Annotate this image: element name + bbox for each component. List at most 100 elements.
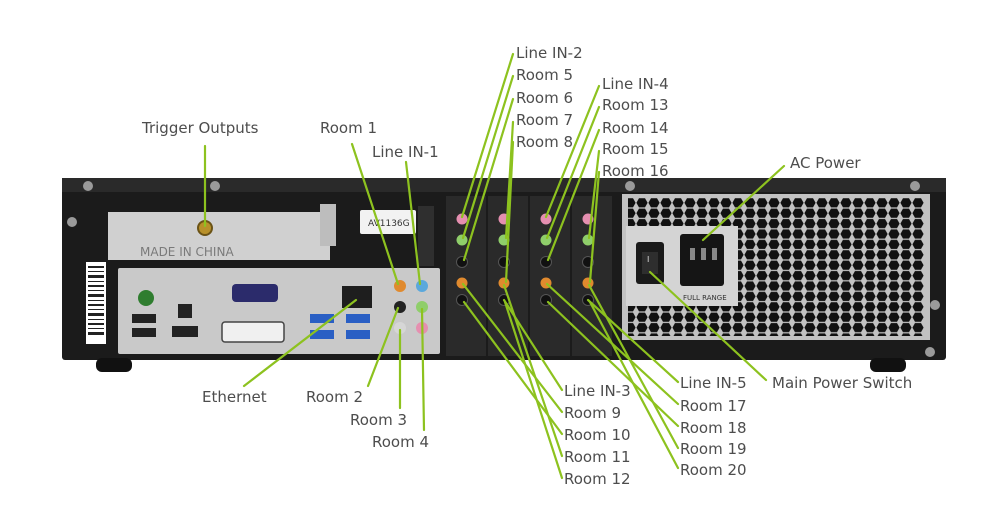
callout-ac-power: AC Power (790, 154, 861, 172)
callout-room-12: Room 12 (564, 470, 631, 488)
lead-ac-power (701, 164, 786, 242)
lead-room-14 (546, 128, 601, 262)
lead-line-in-4 (544, 84, 601, 219)
screw (625, 181, 635, 191)
callout-line-in-5: Line IN-5 (680, 374, 747, 392)
callout-room-11: Room 11 (564, 448, 631, 466)
vent-slots (418, 206, 434, 266)
chassis-top-edge (62, 178, 946, 192)
screw (910, 181, 920, 191)
callout-ethernet: Ethernet (202, 388, 267, 406)
screw (67, 217, 77, 227)
power-supply: I FULL RANGE (622, 194, 930, 340)
callout-trigger-outputs: Trigger Outputs (141, 119, 259, 137)
lead-room-19 (587, 283, 680, 450)
screw (925, 347, 935, 357)
callout-line-in-2: Line IN-2 (516, 44, 583, 62)
callout-room-15: Room 15 (602, 140, 669, 158)
callout-room-8: Room 8 (516, 133, 573, 151)
foot (870, 358, 906, 372)
bracket-clip (320, 204, 336, 246)
vga-port[interactable] (232, 284, 278, 302)
callout-labels: Trigger Outputs Room 1 Line IN-1 Line IN… (141, 44, 912, 488)
lead-ethernet (242, 298, 358, 388)
leader-lines (203, 52, 786, 480)
screw (83, 181, 93, 191)
made-in-label: MADE IN CHINA (140, 245, 234, 259)
lead-room-12 (503, 300, 564, 480)
audio-jack-room-4[interactable] (416, 301, 428, 313)
lead-room-13 (545, 105, 601, 240)
callout-main-power-switch: Main Power Switch (772, 374, 912, 392)
ps2-port[interactable] (138, 290, 154, 306)
callout-room-6: Room 6 (516, 89, 573, 107)
lead-room-1 (350, 142, 400, 286)
screw (210, 181, 220, 191)
power-switch-on-mark: I (647, 255, 649, 264)
usb3-port-4[interactable] (346, 330, 370, 339)
callout-room-10: Room 10 (564, 426, 631, 444)
sound-cards (446, 196, 612, 356)
psu-range-label: FULL RANGE (683, 294, 727, 302)
foot (96, 358, 132, 372)
dvi-port[interactable] (221, 321, 285, 343)
callout-line-in-1: Line IN-1 (372, 143, 439, 161)
ac-power-pin (701, 248, 706, 260)
ethernet-port[interactable] (342, 286, 372, 308)
spdif-port[interactable] (178, 304, 192, 318)
trigger-bracket: MADE IN CHINA AV1136G (108, 204, 434, 266)
callout-room-9: Room 9 (564, 404, 621, 422)
lead-line-in-5 (586, 298, 680, 384)
usb3-port-1[interactable] (310, 314, 334, 323)
lead-room-6 (462, 97, 515, 262)
lead-room-15 (587, 149, 601, 240)
callout-room-7: Room 7 (516, 111, 573, 129)
lead-room-5 (461, 74, 515, 240)
callout-room-2: Room 2 (306, 388, 363, 406)
main-power-switch-rocker (642, 252, 658, 274)
lead-room-2 (366, 306, 400, 388)
lead-line-in-2 (460, 52, 515, 219)
hdmi-port[interactable] (172, 326, 198, 337)
usb2-port-bottom[interactable] (132, 328, 156, 337)
bracket-plate (108, 212, 330, 260)
serial-sticker-text: AV1136G (368, 219, 410, 229)
lead-line-in-1 (404, 160, 422, 286)
lead-room-11 (502, 283, 564, 458)
callout-room-13: Room 13 (602, 96, 669, 114)
callout-room-16: Room 16 (602, 162, 669, 180)
lead-room-20 (588, 300, 680, 470)
usb3-port-2[interactable] (310, 330, 334, 339)
audio-jack-line-in-1[interactable] (416, 280, 428, 292)
callout-room-5: Room 5 (516, 66, 573, 84)
callout-room-17: Room 17 (680, 397, 747, 415)
lead-room-4 (420, 307, 426, 432)
barcode-lines (88, 266, 104, 335)
usb2-port-top[interactable] (132, 314, 156, 323)
lead-room-10 (462, 300, 564, 436)
io-panel (86, 262, 440, 354)
lead-main-power-switch (648, 270, 768, 382)
audio-jack-room-3[interactable] (394, 322, 406, 334)
screw (930, 300, 940, 310)
callout-room-18: Room 18 (680, 419, 747, 437)
barcode-label (86, 262, 106, 344)
callout-room-1: Room 1 (320, 119, 377, 137)
lead-room-9 (461, 282, 564, 414)
audio-jack-room-1[interactable] (394, 280, 406, 292)
ac-power-pin (690, 248, 695, 260)
callout-line-in-4: Line IN-4 (602, 75, 669, 93)
callout-room-3: Room 3 (350, 411, 407, 429)
serial-sticker (360, 210, 416, 234)
lead-room-8 (504, 140, 515, 284)
usb3-port-3[interactable] (346, 314, 370, 323)
callout-room-4: Room 4 (372, 433, 429, 451)
ac-power-pin (712, 248, 717, 260)
callout-room-20: Room 20 (680, 461, 747, 479)
lead-room-7 (504, 120, 515, 240)
callout-line-in-3: Line IN-3 (564, 382, 631, 400)
lead-room-18 (546, 300, 680, 428)
callout-room-14: Room 14 (602, 119, 669, 137)
lead-room-16 (588, 170, 601, 284)
